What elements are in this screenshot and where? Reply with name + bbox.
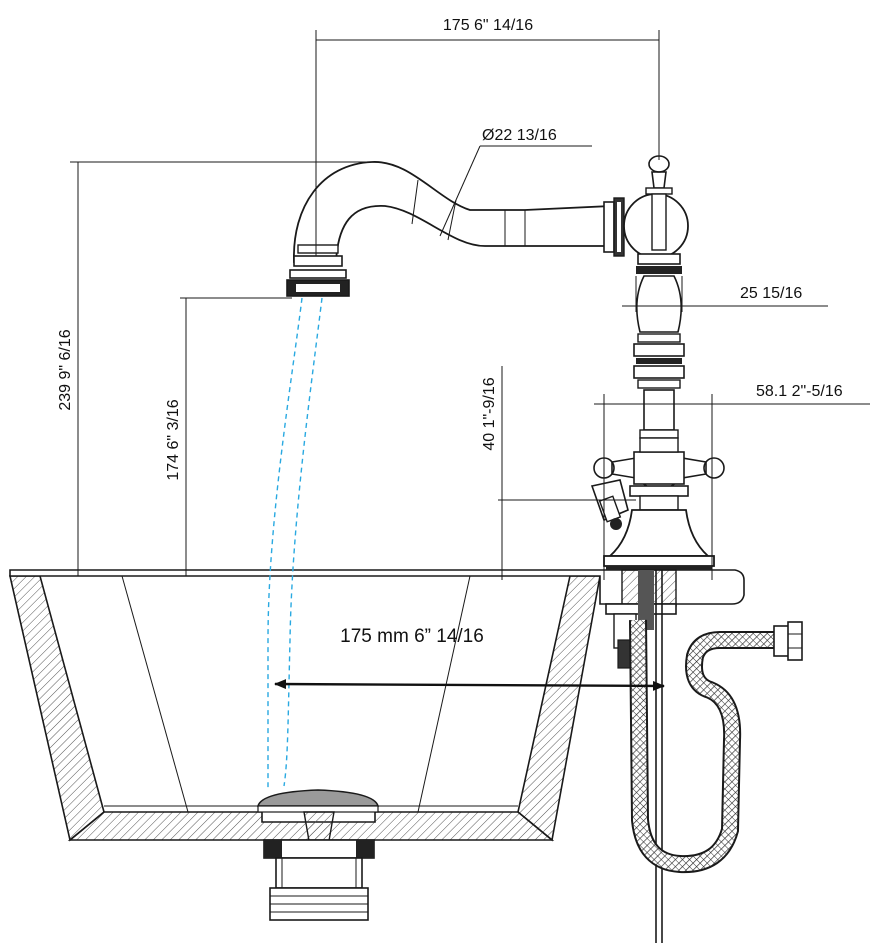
label-stem-width: 25 15/16 [740, 285, 802, 302]
dimension-labels: 175 6" 14/16 Ø22 13/16 25 15/16 58.1 2"-… [57, 17, 843, 647]
basin-left-wall [8, 575, 105, 842]
label-top-width: 175 6" 14/16 [443, 17, 533, 34]
cross-handles [593, 437, 725, 491]
dim-arrow-basin-reach [274, 679, 665, 691]
mounting-hardware [605, 569, 677, 943]
braided-hose [629, 619, 778, 874]
lever-knob [590, 479, 629, 530]
basin-inner-line-left [121, 575, 189, 813]
label-spout-height: 174 6" 3/16 [165, 399, 182, 480]
bell-base [607, 509, 711, 557]
water-stream [267, 297, 323, 788]
label-pipe-diameter: Ø22 13/16 [482, 127, 557, 144]
dim-leader-diameter [439, 145, 481, 237]
drain-cap [256, 789, 380, 807]
basin-right-wall [517, 575, 601, 842]
label-handle-height: 40 1"-9/16 [481, 377, 498, 450]
basin-inner-line-right [417, 575, 471, 813]
label-basin-reach: 175 mm 6” 14/16 [340, 626, 484, 647]
faucet [286, 155, 803, 943]
spout-pipe [293, 161, 613, 263]
column-upper [636, 275, 682, 333]
label-base-width: 58.1 2"-5/16 [756, 383, 843, 400]
dimension-lines [70, 30, 870, 691]
drain [256, 789, 380, 921]
label-total-height: 239 9" 6/16 [57, 329, 74, 410]
